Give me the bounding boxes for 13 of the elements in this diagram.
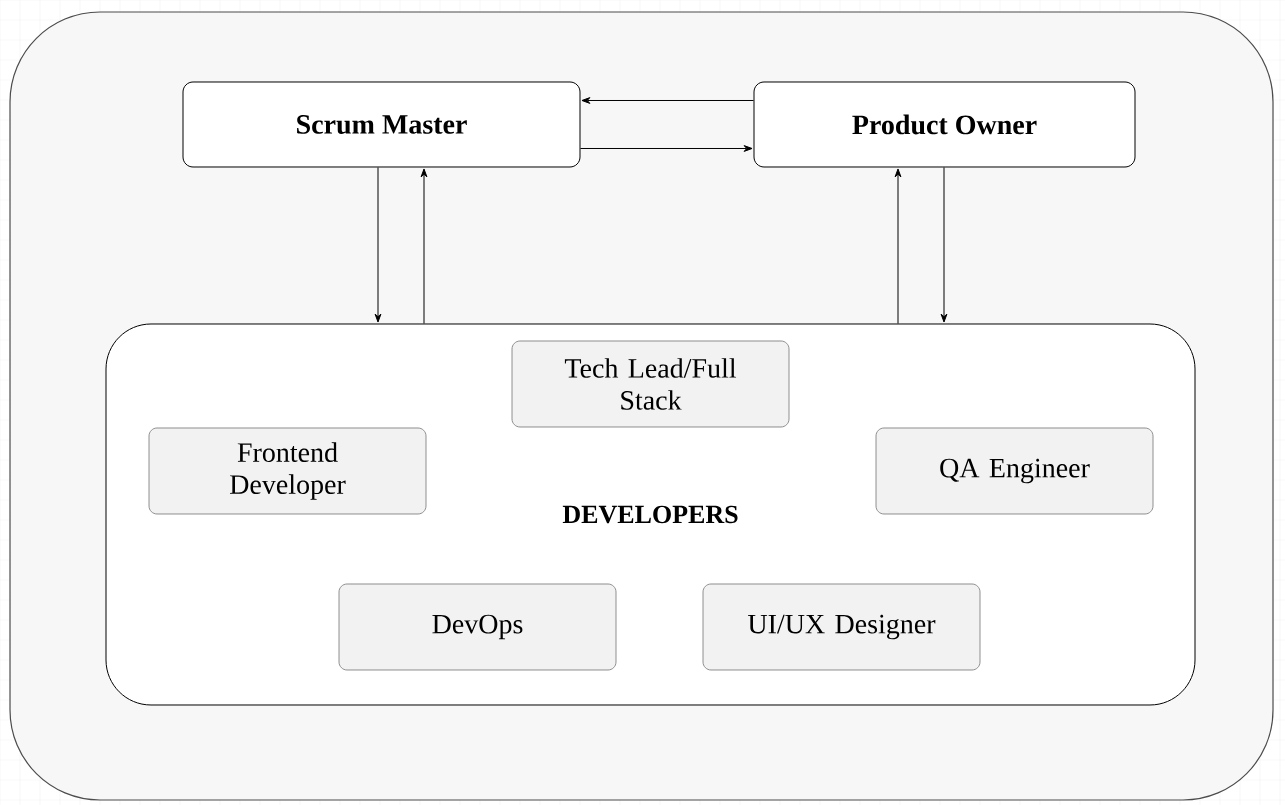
role-box: Scrum Master bbox=[182, 81, 581, 168]
arrow bbox=[580, 145, 753, 152]
member-box: Tech Lead/Full Stack bbox=[511, 340, 790, 428]
member-box: QA Engineer bbox=[875, 427, 1154, 515]
arrow bbox=[374, 167, 382, 323]
arrow bbox=[420, 168, 428, 324]
member-box: DevOps bbox=[338, 583, 617, 671]
member-box: Frontend Developer bbox=[148, 427, 427, 515]
arrow bbox=[581, 97, 754, 104]
role-box: Product Owner bbox=[753, 81, 1136, 168]
arrow bbox=[940, 167, 948, 323]
member-box: UI/UX Designer bbox=[702, 583, 981, 671]
arrow bbox=[894, 168, 902, 324]
